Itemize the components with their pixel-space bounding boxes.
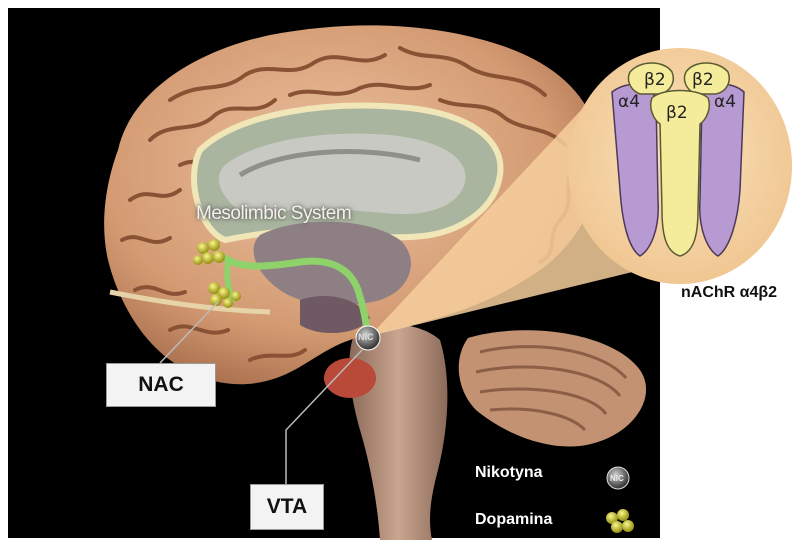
- subunit-alpha4-left: α4: [618, 92, 640, 112]
- subunit-beta2-left: β2: [644, 70, 666, 90]
- mesolimbic-system-label: Mesolimbic System: [196, 203, 351, 225]
- nac-label: NAC: [106, 363, 216, 407]
- subunit-beta2-center: β2: [666, 103, 688, 123]
- receptor-title: nAChR α4β2: [681, 284, 777, 302]
- legend-nicotine-label: Nikotyna: [475, 464, 543, 482]
- vta-label: VTA: [250, 484, 324, 530]
- legend-nicotine-marker-text: NIC: [610, 474, 624, 483]
- nicotine-marker-text: NIC: [358, 332, 374, 342]
- subunit-beta2-right: β2: [692, 70, 714, 90]
- pons: [324, 358, 376, 398]
- subunit-alpha4-right: α4: [714, 92, 736, 112]
- legend-dopamine-label: Dopamina: [475, 511, 552, 529]
